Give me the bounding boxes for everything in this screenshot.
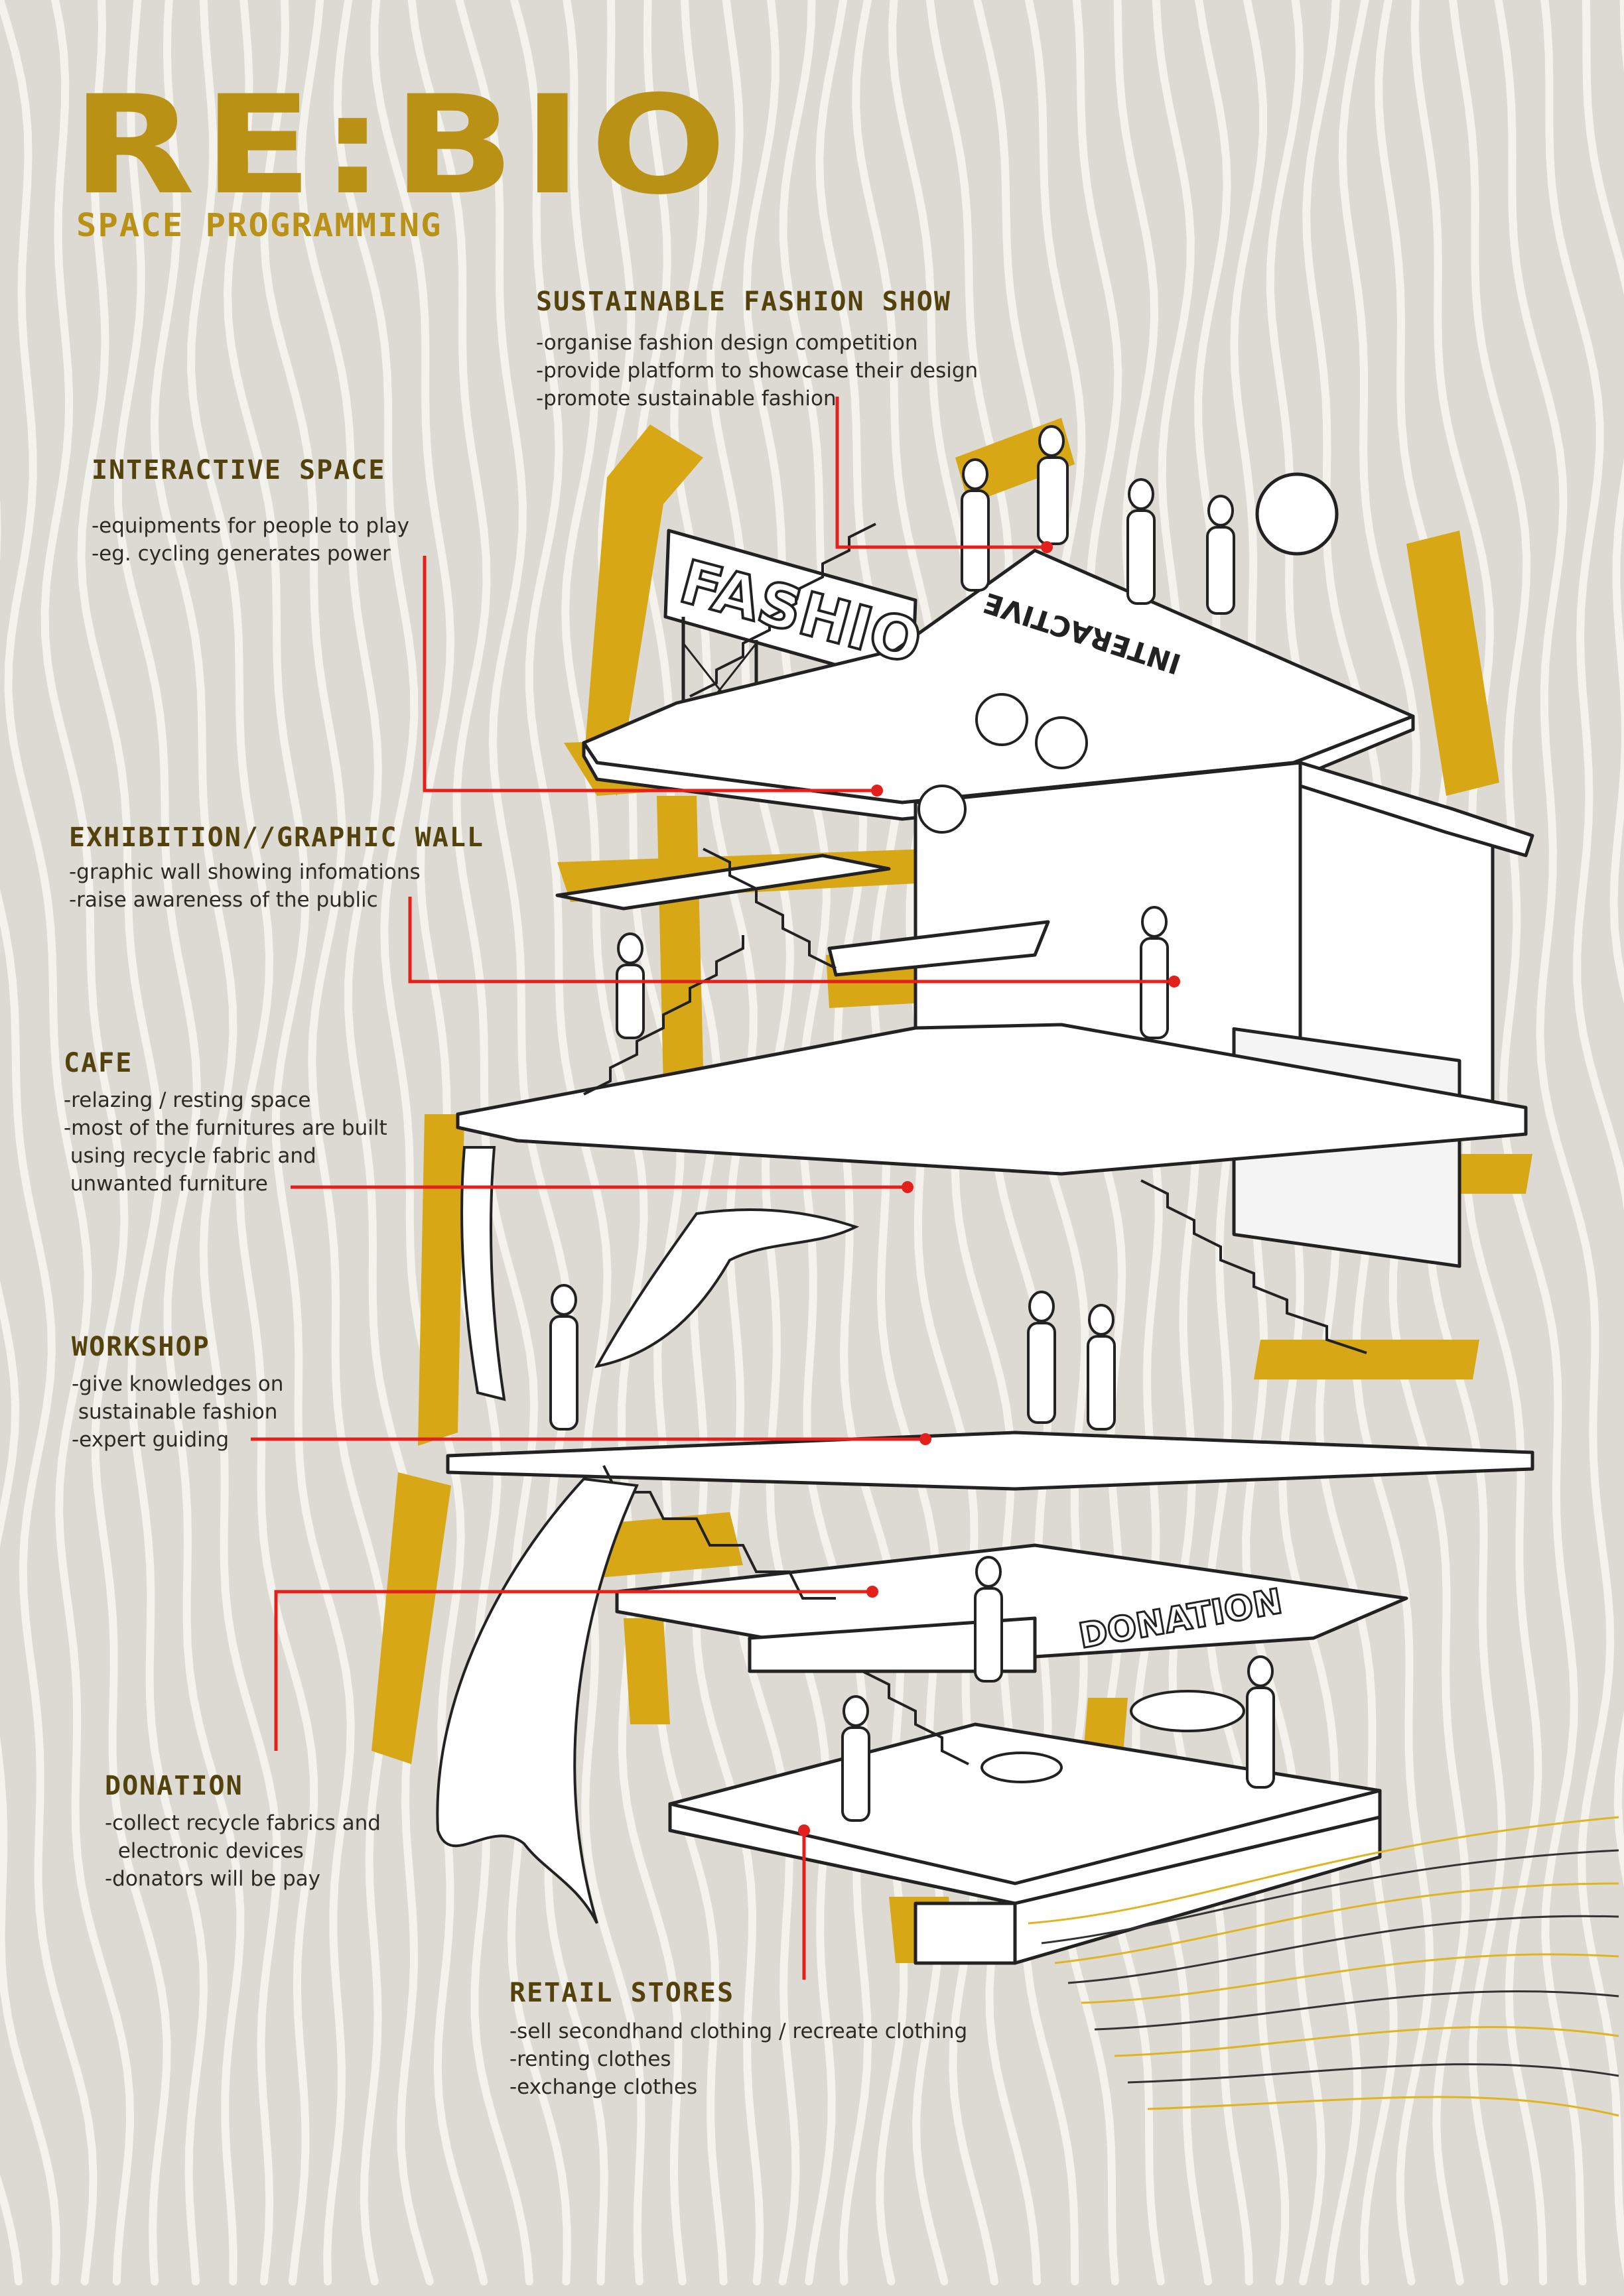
program-line: -organise fashion design competition	[536, 331, 918, 355]
program-line: using recycle fabric and	[64, 1144, 316, 1168]
program-line: -promote sustainable fashion	[536, 387, 837, 411]
cafe-roof-slab	[456, 1023, 1528, 1176]
program-line: -most of the furnitures are built	[64, 1116, 387, 1140]
program-title: INTERACTIVE SPACE	[92, 455, 386, 485]
leader-dot	[1168, 976, 1180, 988]
program-line: -exchange clothes	[509, 2075, 698, 2099]
program-line: -sell secondhand clothing / recreate clo…	[509, 2019, 968, 2043]
program-line: -eg. cycling generates power	[92, 542, 391, 566]
program-title: DONATION	[105, 1771, 243, 1801]
wire-tangle	[1028, 1816, 1619, 2117]
background-wave-line	[407, 0, 571, 2285]
program-line: -provide platform to showcase their desi…	[536, 359, 979, 383]
program-title: EXHIBITION//GRAPHIC WALL	[69, 822, 484, 853]
gear-wheel	[917, 785, 967, 834]
leader-dot	[798, 1824, 810, 1836]
leader-donation	[274, 1590, 872, 1751]
workshop-floor-slab	[446, 1431, 1534, 1491]
background-wave-line	[1449, 0, 1587, 2285]
background-wave-line	[77, 0, 208, 2285]
program-line: -graphic wall showing infomations	[69, 860, 421, 884]
background-wave-line	[333, 0, 488, 2285]
program-line: -expert guiding	[72, 1428, 230, 1452]
leader-dot	[902, 1181, 914, 1193]
program-line: sustainable fashion	[72, 1400, 278, 1424]
bicycle-wheel	[975, 693, 1028, 746]
background-wave-line	[187, 0, 318, 2285]
program-line: -renting clothes	[509, 2047, 671, 2071]
leader-fashion-show	[835, 397, 1047, 549]
program-line: -collect recycle fabrics and	[105, 1811, 381, 1835]
program-interactive-space: INTERACTIVE SPACE -equipments for people…	[92, 455, 409, 568]
program-line: electronic devices	[105, 1839, 304, 1863]
disco-ball	[1255, 472, 1339, 556]
program-line: -raise awareness of the public	[69, 888, 378, 912]
program-donation: DONATION -collect recycle fabrics and el…	[105, 1771, 381, 1893]
page-subtitle: SPACE PROGRAMMING	[76, 207, 442, 244]
background-wave-line	[0, 1280, 60, 2285]
program-retail-stores: RETAIL STORES -sell secondhand clothing …	[509, 1978, 967, 2101]
leader-dot	[1041, 541, 1053, 553]
program-title: CAFE	[64, 1048, 133, 1078]
background-wave-line	[297, 0, 434, 2285]
program-line: -donators will be pay	[105, 1867, 321, 1891]
background-wave-line	[150, 0, 282, 2285]
program-title: WORKSHOP	[72, 1332, 210, 1362]
program-workshop: WORKSHOP -give knowledges on sustainable…	[72, 1332, 283, 1454]
program-title: SUSTAINABLE FASHION SHOW	[536, 287, 951, 317]
program-line: -give knowledges on	[72, 1372, 284, 1396]
program-line: -equipments for people to play	[92, 514, 409, 538]
program-exhibition-graphic-wall: EXHIBITION//GRAPHIC WALL -graphic wall s…	[69, 822, 484, 914]
bicycle-wheel	[1035, 716, 1088, 769]
program-title: RETAIL STORES	[509, 1978, 735, 2008]
program-sustainable-fashion-show: SUSTAINABLE FASHION SHOW -organise fashi…	[536, 287, 978, 413]
sketched-people	[549, 425, 1275, 1822]
background-wave-line	[1494, 0, 1624, 2280]
background-wave-line	[223, 0, 355, 2285]
leader-dot	[871, 785, 883, 797]
clothing-rack	[1130, 1690, 1245, 1732]
leader-dot	[919, 1433, 931, 1445]
background-wave-line	[40, 0, 171, 2285]
page-title: RE:BIO	[72, 67, 735, 225]
staircases	[583, 523, 1367, 1765]
background-wave-line	[260, 0, 392, 2285]
leader-interactive-space	[423, 556, 877, 793]
background-wave-line	[1540, 0, 1624, 1887]
leader-exhibition	[408, 897, 1174, 984]
program-line: -relazing / resting space	[64, 1088, 311, 1112]
stair-landing	[555, 854, 891, 911]
background-wave-line	[0, 0, 135, 2285]
leader-dot	[866, 1586, 878, 1598]
cafe-table	[981, 1752, 1063, 1783]
program-cafe: CAFE -relazing / resting space -most of …	[64, 1048, 387, 1198]
background-wave-line	[113, 0, 245, 2285]
program-line: unwanted furniture	[64, 1172, 268, 1196]
background-wave-line	[0, 498, 98, 2285]
rooftop-ledge	[1298, 761, 1534, 858]
